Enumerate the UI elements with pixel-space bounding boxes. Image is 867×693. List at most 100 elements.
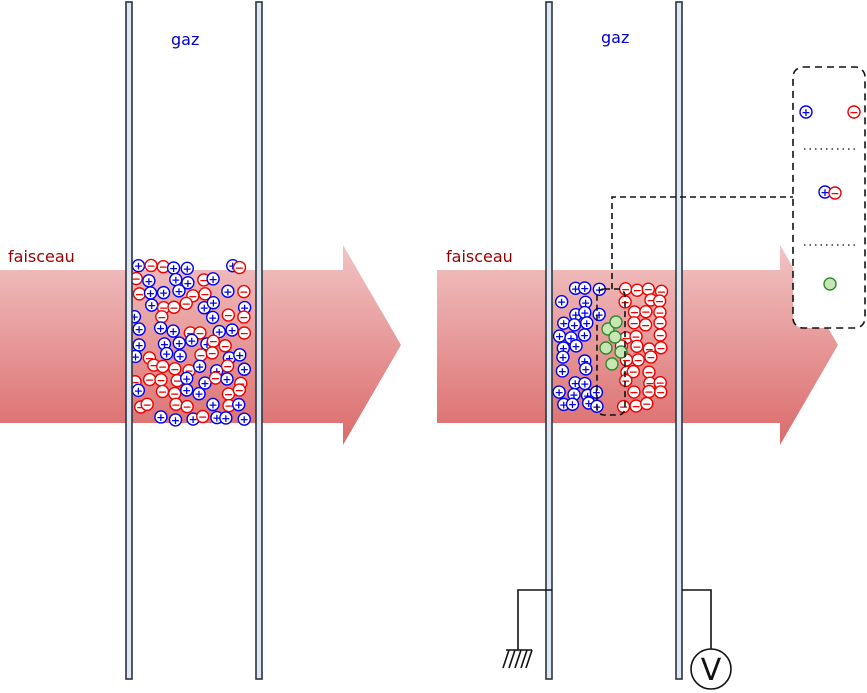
svg-text:+: + (134, 339, 143, 352)
svg-text:+: + (175, 337, 184, 350)
svg-text:−: − (646, 351, 655, 364)
svg-text:−: − (145, 352, 154, 365)
svg-text:+: + (194, 388, 203, 401)
svg-text:+: + (228, 260, 237, 273)
positive-ion-icon: + (579, 362, 593, 376)
zoom-connector-line (611, 196, 795, 289)
svg-text:−: − (158, 385, 167, 398)
positive-ion-icon: + (237, 362, 252, 376)
positive-ion-icon: + (180, 261, 194, 275)
svg-text:−: − (159, 261, 168, 274)
svg-text:+: + (571, 282, 580, 295)
svg-text:+: + (557, 296, 566, 309)
svg-text:−: − (145, 374, 154, 387)
positive-ion-icon: + (172, 336, 186, 350)
positive-ion-icon: + (818, 185, 832, 199)
svg-text:−: − (221, 340, 230, 353)
svg-text:+: + (595, 308, 604, 321)
svg-text:−: − (146, 259, 155, 272)
negative-ion-icon: − (144, 258, 158, 272)
positive-ion-icon: + (578, 281, 592, 295)
svg-text:−: − (622, 354, 631, 367)
positive-ion-icon: + (799, 105, 813, 119)
positive-ion-icon: + (212, 324, 226, 339)
svg-text:−: − (149, 359, 158, 372)
right-ion-cloud: ++++++++++++++++++++++++++++++−−−−−−−−−−… (552, 281, 669, 414)
positive-ion-icon: + (168, 413, 183, 427)
svg-text:+: + (208, 273, 217, 286)
svg-text:−: − (173, 375, 182, 388)
svg-text:+: + (221, 412, 230, 425)
svg-text:+: + (235, 349, 244, 362)
svg-text:+: + (571, 340, 580, 353)
svg-text:+: + (195, 360, 204, 373)
left-gas-label: gaz (171, 30, 199, 49)
svg-text:+: + (182, 384, 191, 397)
svg-text:−: − (619, 401, 628, 414)
svg-text:+: + (222, 373, 231, 386)
svg-text:−: − (239, 311, 248, 324)
svg-text:+: + (580, 378, 589, 391)
negative-ion-icon: − (179, 296, 193, 310)
svg-text:−: − (240, 327, 249, 340)
svg-text:+: + (162, 348, 171, 361)
svg-text:−: − (655, 295, 664, 308)
svg-text:−: − (211, 372, 220, 385)
right-beam-label: faisceau (446, 247, 513, 266)
positive-ion-icon: + (180, 383, 194, 397)
right-gas-label: gaz (601, 28, 629, 47)
positive-ion-icon: + (237, 412, 251, 426)
negative-ion-icon: − (631, 353, 645, 367)
negative-ion-icon: − (196, 409, 210, 424)
positive-ion-icon: + (565, 397, 580, 411)
positive-ion-icon: + (181, 276, 195, 290)
positive-ion-icon: + (185, 333, 199, 347)
negative-ion-icon: − (618, 282, 633, 296)
svg-text:+: + (580, 307, 589, 320)
negative-ion-icon: − (180, 399, 194, 414)
svg-text:+: + (171, 414, 180, 427)
left-ion-cloud: +−−+++−−+++−+−+++−−+−+−−−++++−+−−+++−−++… (127, 258, 252, 427)
positive-ion-icon: + (192, 359, 207, 373)
neutral-atom-icon (608, 330, 622, 344)
positive-ion-icon: + (556, 350, 570, 364)
svg-text:−: − (629, 317, 638, 330)
svg-text:−: − (629, 366, 638, 379)
svg-text:+: + (801, 106, 810, 119)
svg-text:+: + (169, 325, 178, 338)
right-chamber-electrode-1 (545, 1, 553, 680)
positive-ion-icon: + (192, 387, 206, 401)
svg-text:−: − (655, 306, 664, 319)
svg-text:+: + (160, 338, 169, 351)
svg-text:+: + (134, 384, 143, 397)
recombination-detail-box (792, 66, 866, 329)
svg-text:−: − (630, 306, 639, 319)
positive-ion-icon: + (131, 383, 146, 397)
svg-text:+: + (558, 365, 567, 378)
svg-text:−: − (642, 397, 651, 410)
svg-text:−: − (188, 290, 197, 303)
negative-ion-icon: − (218, 339, 232, 353)
neutral-atom-icon (614, 345, 628, 359)
svg-text:+: + (202, 338, 211, 351)
svg-text:+: + (568, 398, 577, 411)
left-chamber-electrode-1 (125, 1, 133, 680)
svg-text:−: − (629, 386, 638, 399)
positive-ion-icon: + (569, 339, 583, 353)
negative-ion-icon: − (630, 339, 644, 353)
svg-text:+: + (171, 274, 180, 287)
svg-text:−: − (196, 349, 205, 362)
svg-text:+: + (240, 413, 249, 426)
svg-text:+: + (559, 317, 568, 330)
positive-ion-icon: + (205, 310, 220, 324)
negative-ion-icon: − (232, 383, 247, 397)
svg-text:+: + (234, 399, 243, 412)
negative-ion-icon: − (237, 284, 251, 299)
positive-ion-icon: + (552, 385, 566, 399)
svg-text:−: − (235, 262, 244, 275)
positive-ion-icon: + (173, 349, 187, 363)
svg-text:+: + (820, 186, 829, 199)
svg-text:−: − (224, 309, 233, 322)
svg-text:+: + (156, 322, 165, 335)
negative-ion-icon: − (627, 316, 641, 330)
